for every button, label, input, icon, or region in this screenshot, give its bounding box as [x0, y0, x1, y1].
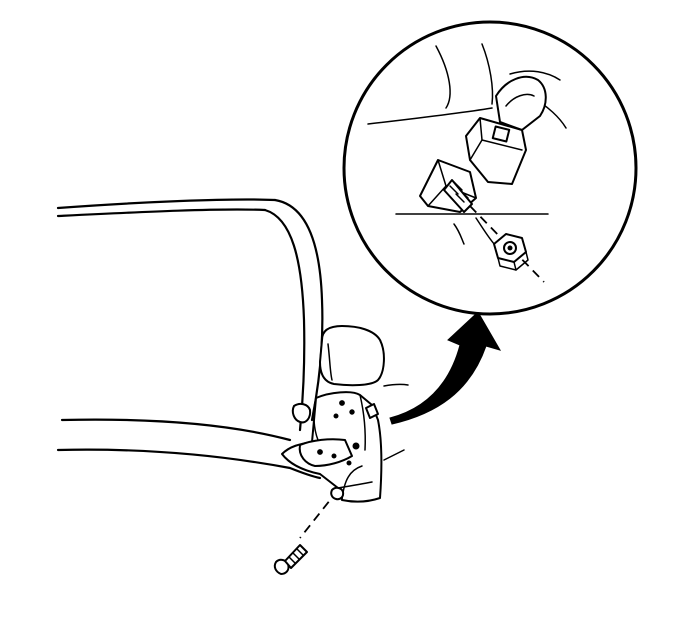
callout-arrow [389, 311, 502, 425]
body-panel [56, 198, 409, 480]
mirror-base [281, 391, 383, 503]
mirror-retaining-screw [273, 486, 345, 575]
mounting-nut [493, 233, 529, 271]
mounting-stud [443, 179, 545, 283]
side-mirror [319, 325, 385, 387]
